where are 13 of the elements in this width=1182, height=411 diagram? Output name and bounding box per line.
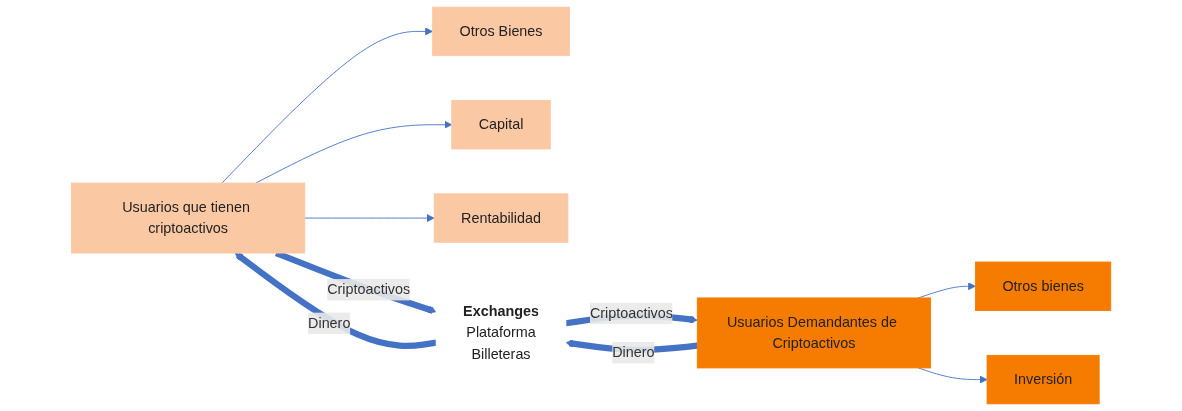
node-box: Otros Bienes xyxy=(432,6,570,57)
node-box: Otros bienes xyxy=(974,261,1112,311)
edge-label: Dinero xyxy=(612,344,655,360)
node-text: Exchanges Plataforma Billeteras xyxy=(463,303,539,362)
edge-label: Dinero xyxy=(307,315,351,331)
arrow xyxy=(234,252,437,349)
node-box: Capital xyxy=(451,100,551,150)
node-box: Usuarios Demandantes de Criptoactivos xyxy=(696,297,931,369)
node-box: Rentabilidad xyxy=(433,193,569,243)
node-box: Usuarios que tienen criptoactivos xyxy=(70,182,306,254)
edge-label: Criptoactivos xyxy=(589,305,673,321)
edge-label: Criptoactivos xyxy=(327,281,411,298)
node-box: Inversión xyxy=(986,354,1100,405)
